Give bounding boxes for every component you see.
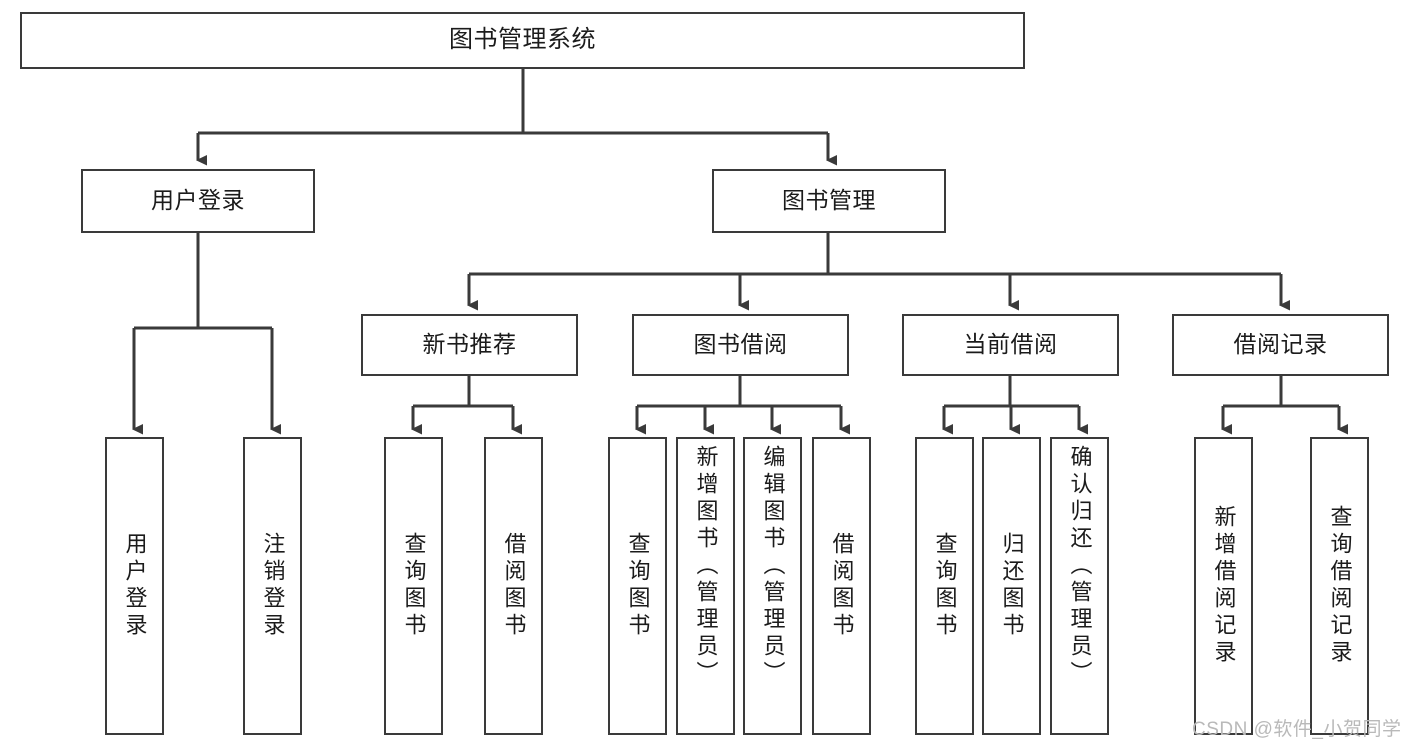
watermark: CSDN @软件_小贺同学 — [1192, 719, 1402, 740]
node-leaf-query-books-recommend-label: 查询图书 — [401, 532, 427, 640]
node-book-management-label: 图书管理 — [782, 187, 876, 214]
node-leaf-query-books-current-label: 查询图书 — [932, 532, 958, 640]
node-leaf-query-books-current[interactable]: 查询图书 — [915, 437, 974, 735]
node-leaf-add-borrow-record[interactable]: 新增借阅记录 — [1194, 437, 1253, 735]
node-leaf-confirm-return-admin-label: 确认归还（管理员） — [1067, 445, 1093, 688]
node-current-borrow-label: 当前借阅 — [963, 331, 1058, 358]
node-leaf-borrow-books[interactable]: 借阅图书 — [812, 437, 871, 735]
node-leaf-borrow-books-recommend[interactable]: 借阅图书 — [484, 437, 543, 735]
node-book-borrow[interactable]: 图书借阅 — [632, 314, 849, 376]
node-leaf-edit-book-admin-label: 编辑图书（管理员） — [760, 445, 786, 688]
node-leaf-add-book-admin-label: 新增图书（管理员） — [693, 445, 719, 688]
node-root[interactable]: 图书管理系统 — [20, 12, 1025, 69]
node-leaf-logout-login[interactable]: 注销登录 — [243, 437, 302, 735]
node-leaf-borrow-books-label: 借阅图书 — [829, 532, 855, 640]
node-leaf-add-book-admin[interactable]: 新增图书（管理员） — [676, 437, 735, 735]
node-borrow-records[interactable]: 借阅记录 — [1172, 314, 1389, 376]
node-leaf-edit-book-admin[interactable]: 编辑图书（管理员） — [743, 437, 802, 735]
node-leaf-query-borrow-record[interactable]: 查询借阅记录 — [1310, 437, 1369, 735]
node-leaf-return-books-label: 归还图书 — [999, 532, 1025, 640]
node-new-book-recommend-label: 新书推荐 — [422, 331, 517, 358]
node-leaf-query-borrow-record-label: 查询借阅记录 — [1327, 505, 1353, 667]
node-leaf-user-login-label: 用户登录 — [122, 532, 148, 640]
node-leaf-query-books-borrow[interactable]: 查询图书 — [608, 437, 667, 735]
node-user-login[interactable]: 用户登录 — [81, 169, 315, 233]
node-leaf-query-books-borrow-label: 查询图书 — [625, 532, 651, 640]
node-leaf-borrow-books-recommend-label: 借阅图书 — [501, 532, 527, 640]
node-leaf-return-books[interactable]: 归还图书 — [982, 437, 1041, 735]
node-leaf-user-login[interactable]: 用户登录 — [105, 437, 164, 735]
node-leaf-query-books-recommend[interactable]: 查询图书 — [384, 437, 443, 735]
node-borrow-records-label: 借阅记录 — [1233, 331, 1328, 358]
node-leaf-logout-login-label: 注销登录 — [260, 532, 286, 640]
node-current-borrow[interactable]: 当前借阅 — [902, 314, 1119, 376]
node-leaf-add-borrow-record-label: 新增借阅记录 — [1211, 505, 1237, 667]
node-leaf-confirm-return-admin[interactable]: 确认归还（管理员） — [1050, 437, 1109, 735]
node-book-management[interactable]: 图书管理 — [712, 169, 946, 233]
node-book-borrow-label: 图书借阅 — [693, 331, 788, 358]
node-root-label: 图书管理系统 — [449, 26, 596, 54]
node-user-login-label: 用户登录 — [151, 187, 245, 214]
node-new-book-recommend[interactable]: 新书推荐 — [361, 314, 578, 376]
